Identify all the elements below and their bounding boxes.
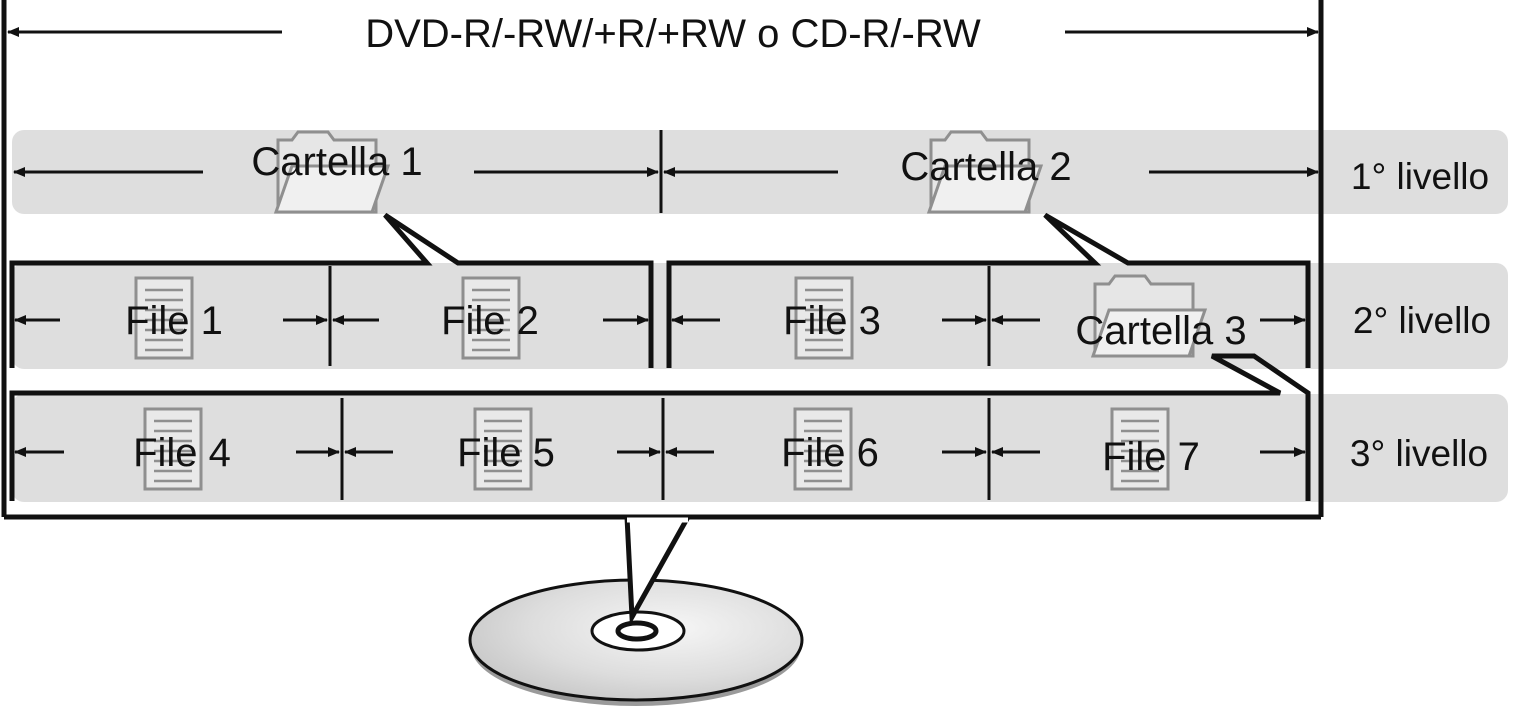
level3-item-label: File 7: [1102, 435, 1200, 479]
level3-band: [12, 394, 1508, 502]
level2-row: File 1 File 2 File 3 Cartella 3 2° livel…: [14, 266, 1491, 366]
level1-row: Cartella 1 Cartella 2 1° livello: [13, 130, 1489, 214]
level2-item-label: File 3: [783, 299, 881, 343]
level1-item-label: Cartella 1: [251, 140, 422, 184]
level2-band: [12, 263, 1508, 369]
disc-title: DVD-R/-RW/+R/+RW o CD-R/-RW: [365, 12, 981, 56]
level2-frames: [9, 212, 1311, 368]
disc-icon: [468, 514, 804, 706]
level2-item-label: File 2: [441, 299, 539, 343]
level-label-3: 3° livello: [1350, 433, 1488, 474]
level3-row: File 4 File 5 File 6 File 7 3° livello: [14, 398, 1488, 500]
disc-pointer: [624, 514, 693, 626]
level3-frame: [9, 353, 1311, 501]
level-label-1: 1° livello: [1351, 156, 1489, 197]
level2-item-label: Cartella 3: [1075, 309, 1246, 353]
level3-item-label: File 5: [457, 431, 555, 475]
level3-item-label: File 4: [133, 431, 231, 475]
level-label-2: 2° livello: [1353, 300, 1491, 341]
level3-item-label: File 6: [781, 431, 879, 475]
level2-item-label: File 1: [125, 299, 223, 343]
level-bands: [12, 130, 1508, 502]
level1-item-label: Cartella 2: [900, 145, 1071, 189]
